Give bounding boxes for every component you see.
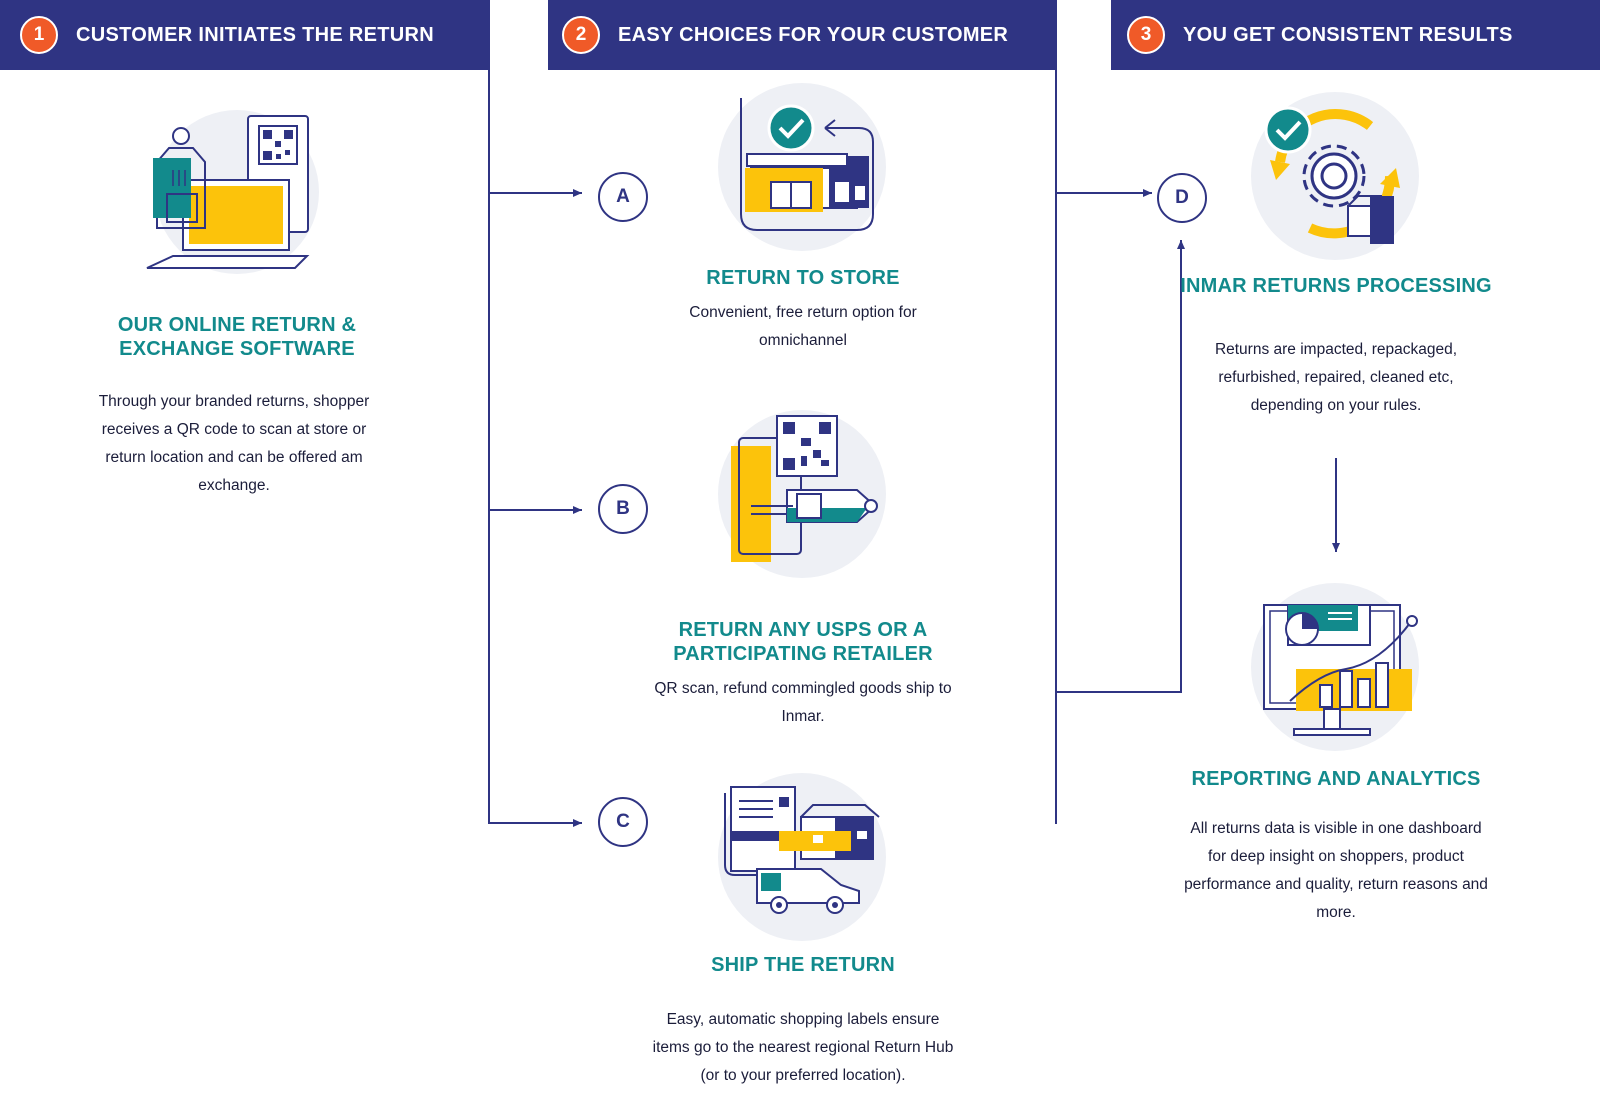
option-c-title: SHIP THE RETURN	[640, 953, 966, 977]
desc-line: Inmar.	[781, 708, 825, 725]
processing-description: Returns are impacted, repackaged, refurb…	[1160, 336, 1512, 420]
storefront-check-icon	[718, 83, 886, 251]
desc-line: Through your branded returns, shopper	[98, 393, 370, 410]
software-description: Through your branded returns, shopper re…	[64, 388, 404, 500]
desc-line: exchange.	[198, 477, 270, 494]
option-title-line: RETURN TO STORE	[706, 267, 900, 289]
option-a-title: RETURN TO STORE	[640, 266, 966, 290]
processing-title: INMAR RETURNS PROCESSING	[1180, 275, 1492, 297]
step-2-badge: 2	[562, 16, 600, 54]
desc-line: performance and quality, return reasons …	[1184, 876, 1488, 893]
desc-line: depending on your rules.	[1250, 397, 1422, 414]
desc-line: omnichannel	[759, 332, 847, 349]
result-d-marker: D	[1157, 173, 1207, 223]
step-3-badge: 3	[1127, 16, 1165, 54]
option-b-title: RETURN ANY USPS OR A PARTICIPATING RETAI…	[640, 618, 966, 666]
desc-line: (or to your preferred location).	[700, 1067, 906, 1084]
desc-line: All returns data is visible in one dashb…	[1190, 820, 1482, 837]
desc-line: more.	[1316, 904, 1356, 921]
desc-line: Convenient, free return option for	[689, 304, 917, 321]
arrow-up-to-d	[1056, 240, 1185, 693]
software-title-line: OUR ONLINE RETURN &	[117, 314, 357, 336]
desc-line: return location and can be offered am	[105, 449, 363, 466]
laptop-tag-qr-icon	[146, 110, 319, 274]
step-2-header: 2 EASY CHOICES FOR YOUR CUSTOMER	[548, 0, 1056, 70]
label-box-van-icon	[718, 773, 886, 941]
step-1-header: 1 CUSTOMER INITIATES THE RETURN	[0, 0, 489, 70]
dashboard-monitor-icon	[1251, 583, 1419, 751]
option-title-line: PARTICIPATING RETAILER	[673, 643, 933, 665]
option-title-line: SHIP THE RETURN	[711, 954, 895, 976]
option-a-description: Convenient, free return option for omnic…	[620, 299, 986, 355]
step-3-header: 3 YOU GET CONSISTENT RESULTS	[1111, 0, 1600, 70]
option-b-marker: B	[598, 484, 648, 534]
option-b-description: QR scan, refund commingled goods ship to…	[620, 675, 986, 731]
step-1-title: CUSTOMER INITIATES THE RETURN	[76, 23, 434, 46]
desc-line: Easy, automatic shopping labels ensure	[666, 1011, 940, 1028]
phone-qr-tag-icon	[718, 410, 886, 578]
analytics-title: REPORTING AND ANALYTICS	[1191, 768, 1481, 790]
step-2-title: EASY CHOICES FOR YOUR CUSTOMER	[618, 23, 1009, 46]
desc-line: for deep insight on shoppers, product	[1208, 848, 1464, 865]
desc-line: QR scan, refund commingled goods ship to	[654, 680, 952, 697]
option-a-marker: A	[598, 172, 648, 222]
desc-line: receives a QR code to scan at store or	[101, 421, 367, 438]
desc-line: refurbished, repaired, cleaned etc,	[1218, 369, 1454, 386]
gear-cycle-check-icon	[1251, 92, 1419, 260]
software-title: OUR ONLINE RETURN & EXCHANGE SOFTWARE	[84, 313, 390, 361]
option-c-marker: C	[598, 797, 648, 847]
option-title-line: RETURN ANY USPS OR A	[678, 619, 928, 641]
software-title-line: EXCHANGE SOFTWARE	[119, 338, 355, 360]
step-1-badge: 1	[20, 16, 58, 54]
desc-line: Returns are impacted, repackaged,	[1214, 341, 1458, 358]
option-c-description: Easy, automatic shopping labels ensure i…	[620, 1006, 986, 1090]
step-3-title: YOU GET CONSISTENT RESULTS	[1183, 23, 1513, 46]
analytics-description: All returns data is visible in one dashb…	[1152, 815, 1520, 927]
desc-line: items go to the nearest regional Return …	[652, 1039, 954, 1056]
